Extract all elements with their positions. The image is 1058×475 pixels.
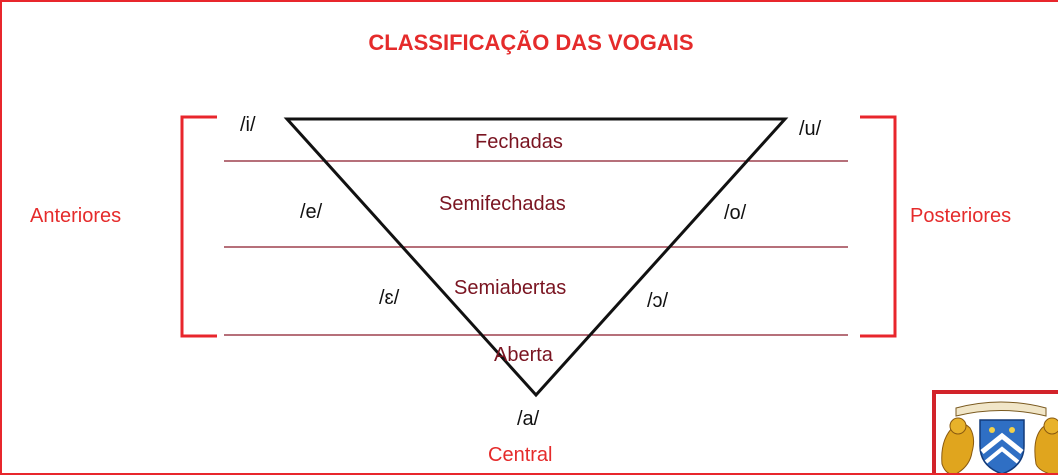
vowel-open-o: /ɔ/ — [647, 290, 669, 312]
anteriores-label: Anteriores — [30, 205, 122, 227]
page-title: CLASSIFICAÇÃO DAS VOGAIS — [368, 30, 694, 55]
central-label: Central — [488, 444, 553, 466]
vowel-i: /i/ — [240, 114, 256, 136]
fechadas-label: Fechadas — [475, 131, 563, 153]
school-crest-logo — [932, 390, 1058, 473]
crest-icon — [941, 401, 1058, 473]
semifechadas-label: Semifechadas — [439, 193, 566, 215]
vowel-o: /o/ — [724, 202, 747, 224]
semiabertas-label: Semiabertas — [454, 277, 567, 299]
vowel-a: /a/ — [517, 408, 540, 430]
left-bracket — [180, 115, 217, 338]
vowel-open-e: /ɛ/ — [379, 287, 400, 309]
vowel-e: /e/ — [300, 201, 323, 223]
vowel-u: /u/ — [799, 118, 822, 140]
vowel-triangle — [283, 117, 789, 398]
right-bracket — [860, 115, 897, 338]
posteriores-label: Posteriores — [910, 205, 1012, 227]
aberta-label: Aberta — [494, 344, 553, 366]
